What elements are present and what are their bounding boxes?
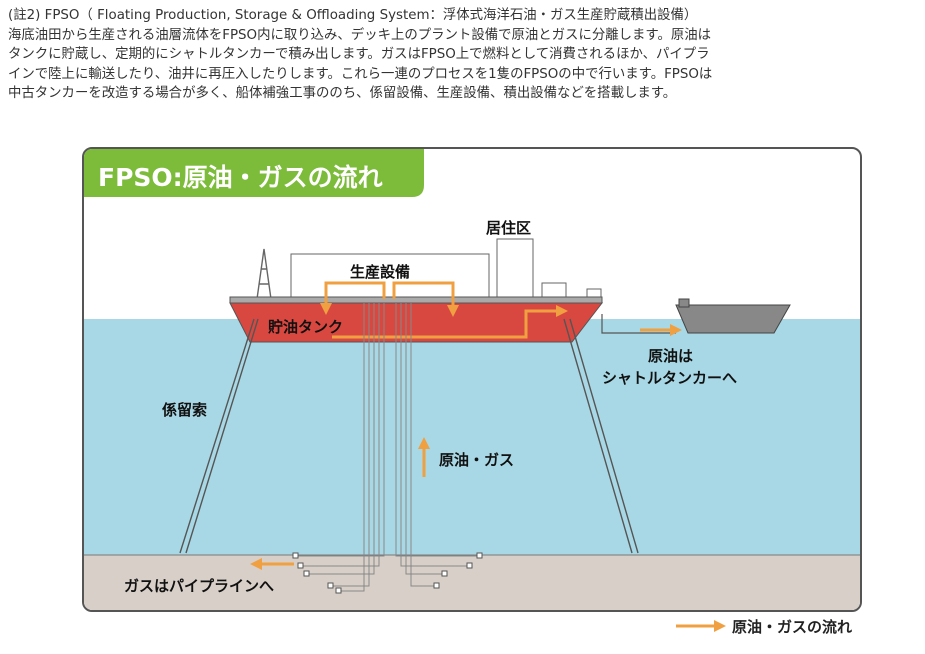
legend: 原油・ガスの流れ	[676, 612, 852, 640]
flow-storage-to-export	[332, 305, 568, 339]
production-building	[290, 253, 490, 300]
label-mooring: 係留索	[162, 401, 208, 419]
label-storage-tank: 貯油タンク	[268, 318, 344, 336]
label-oil-to-shuttle-1: 原油は	[648, 347, 694, 365]
shuttle-tanker	[675, 304, 791, 334]
label-oil-to-shuttle-2: シャトルタンカーへ	[602, 369, 738, 387]
flow-to-left	[320, 281, 386, 315]
note-line-3: タンクに貯蔵し、定期的にシャトルタンカーで積み出します。ガスはFPSO上で燃料と…	[8, 47, 710, 62]
diagram-canvas	[84, 149, 860, 610]
sea	[84, 319, 860, 555]
note-line-5: 中古タンカーを改造する場合が多く、船体補強工事ののち、係留設備、生産設備、積出設…	[8, 86, 677, 101]
note-line-2: 海底油田から生産される油層流体をFPSO内に取り込み、デッキ上のプラント設備で原…	[8, 27, 712, 43]
deck	[229, 296, 603, 304]
note-line-4: インで陸上に輸送したり、油井に再圧入したりします。これら一連のプロセスを1隻のF…	[8, 66, 713, 82]
fpso-diagram: FPSO:原油・ガスの流れ 居住区 生産設備 貯油タンク 原油は シャトルタンカ…	[82, 147, 862, 612]
label-living-quarters: 居住区	[486, 219, 532, 237]
legend-text: 原油・ガスの流れ	[732, 617, 853, 636]
mooring-line-left	[179, 318, 259, 554]
wellheads	[292, 552, 483, 594]
label-oil-gas-up: 原油・ガス	[439, 451, 515, 469]
label-production-facility: 生産設備	[350, 263, 411, 281]
diagram-title: FPSO:原油・ガスの流れ	[98, 163, 383, 192]
offloading-hose	[601, 314, 676, 334]
label-gas-pipeline: ガスはパイプラインへ	[124, 577, 275, 595]
note-line-1: (註2) FPSO（ Floating Production, Storage …	[8, 8, 698, 23]
living-quarters-tower	[496, 238, 534, 300]
flare-tower	[256, 248, 272, 300]
shuttle-tanker-bridge	[678, 298, 690, 308]
mooring-line-right	[563, 318, 639, 554]
risers	[296, 303, 479, 592]
legend-arrow-icon	[676, 620, 726, 632]
flow-to-right	[392, 281, 459, 317]
title-tab	[84, 149, 424, 197]
explanatory-note: (註2) FPSO（ Floating Production, Storage …	[8, 6, 918, 104]
